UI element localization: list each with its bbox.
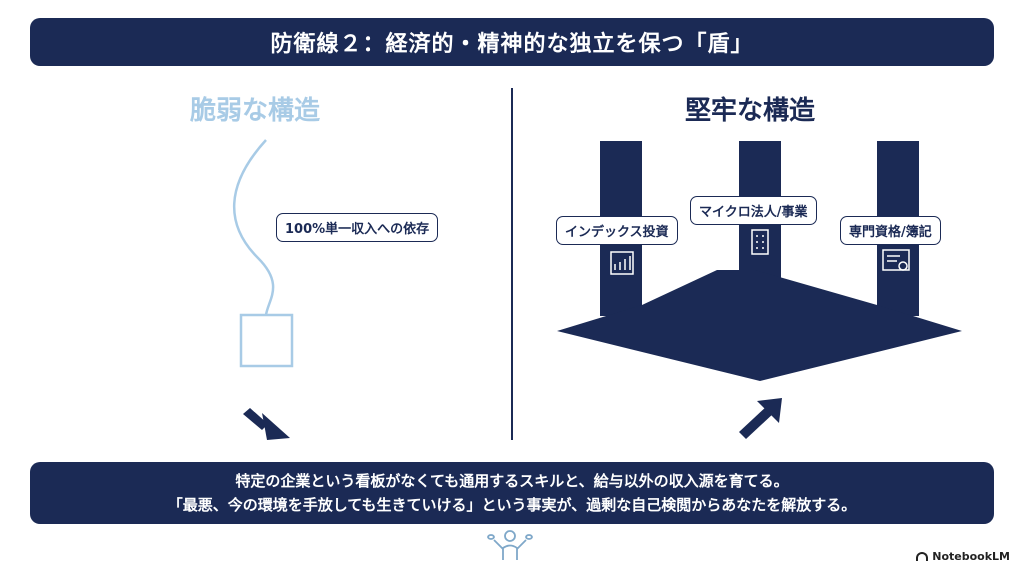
notebooklm-logo-icon (916, 552, 929, 561)
fragile-structure-heading: 脆弱な構造 (190, 96, 321, 126)
robust-structure-heading: 堅牢な構造 (685, 96, 816, 126)
center-divider (511, 88, 513, 440)
certificate-icon (882, 249, 910, 271)
up-trend-arrow-icon (739, 398, 782, 439)
message-banner: 特定の企業という看板がなくても通用するスキルと、給与以外の収入源を育てる。 「最… (30, 462, 994, 524)
pillar-label-index-investing: インデックス投資 (556, 216, 678, 245)
message-line-1: 特定の企業という看板がなくても通用するスキルと、給与以外の収入源を育てる。 (235, 472, 789, 490)
message-line-2: 「最悪、今の環境を手放しても生きていける」という事実が、過剰な自己検閲からあなた… (167, 496, 857, 514)
hanging-box (239, 313, 294, 368)
brand-name: NotebookLM (932, 550, 1010, 563)
single-income-dependency-label: 100%単一収入への依存 (276, 213, 439, 242)
robust-structure-shape (557, 141, 962, 381)
hanging-string (232, 139, 275, 316)
title-banner: 防衛線２：経済的・精神的な独立を保つ「盾」 (30, 18, 994, 66)
foundation-platform (557, 270, 962, 381)
office-building-icon (751, 229, 769, 255)
freedom-person-icon (487, 530, 533, 560)
page-title: 防衛線２：経済的・精神的な独立を保つ「盾」 (270, 32, 754, 57)
bar-chart-icon (610, 251, 634, 275)
pillar-label-certification: 専門資格/簿記 (840, 216, 941, 245)
notebooklm-watermark: NotebookLM (916, 550, 1010, 563)
down-trend-arrow-icon (243, 408, 290, 440)
pillar-label-micro-corp: マイクロ法人/事業 (690, 196, 817, 225)
